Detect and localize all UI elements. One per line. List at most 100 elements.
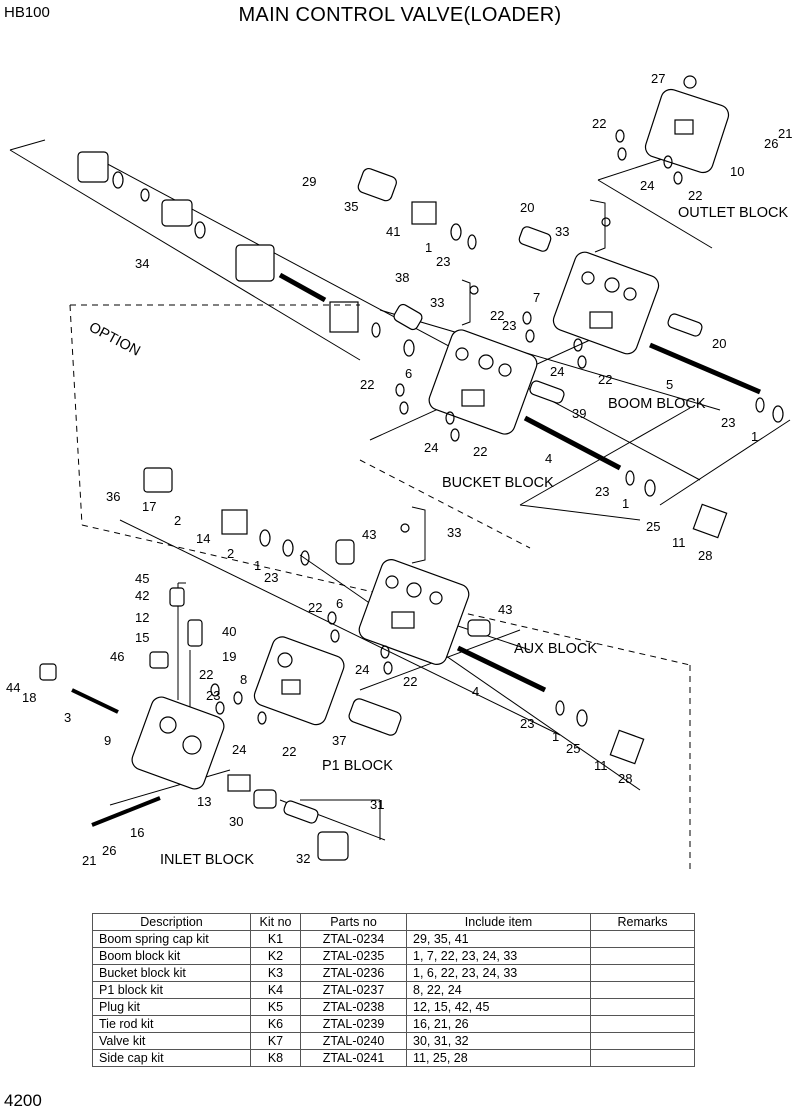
callout: 24 [232,742,246,757]
cell-include-item: 1, 7, 22, 23, 24, 33 [406,947,591,965]
cell-parts-no: ZTAL-0239 [300,1015,407,1033]
table-row: Plug kit K5 ZTAL-0238 12, 15, 42, 45 [92,998,695,1016]
cell-remarks [590,947,695,965]
callout: 25 [646,519,660,534]
callout: 11 [594,758,608,773]
callout: 40 [222,624,236,639]
cell-include-item: 29, 35, 41 [406,930,591,948]
aux-block-label: AUX BLOCK [514,641,597,657]
cell-remarks [590,1015,695,1033]
callout: 4 [472,684,479,699]
callout-numbers: 27 22 21 26 10 24 22 20 33 41 35 29 1 23… [6,71,792,868]
cell-include-item: 12, 15, 42, 45 [406,998,591,1016]
callout: 32 [296,851,310,866]
callout: 4 [545,451,552,466]
callout: 1 [552,729,559,744]
outlet-block-label: OUTLET BLOCK [678,205,788,221]
callout: 1 [751,429,758,444]
callout: 30 [229,814,243,829]
callout: 34 [135,256,149,271]
cell-kit-no: K7 [250,1032,301,1050]
callout: 20 [712,336,726,351]
callout: 46 [110,649,124,664]
callout: 27 [651,71,665,86]
cell-parts-no: ZTAL-0236 [300,964,407,982]
table-header-row: Description Kit no Parts no Include item… [92,913,695,931]
callout: 22 [490,308,504,323]
cell-include-item: 1, 6, 22, 23, 24, 33 [406,964,591,982]
callout: 17 [142,499,156,514]
cell-remarks [590,998,695,1016]
exploded-parts-diagram: 27 22 21 26 10 24 22 20 33 41 35 29 1 23… [6,71,792,870]
callout: 11 [672,535,686,550]
callout: 43 [498,602,512,617]
cell-kit-no: K6 [250,1015,301,1033]
callout: 13 [197,794,211,809]
callout: 6 [336,596,343,611]
cell-kit-no: K3 [250,964,301,982]
callout: 25 [566,741,580,756]
callout: 39 [572,406,586,421]
callout: 38 [395,270,409,285]
cell-parts-no: ZTAL-0238 [300,998,407,1016]
callout: 33 [430,295,444,310]
callout: 22 [473,444,487,459]
callout: 18 [22,690,36,705]
callout: 45 [135,571,149,586]
col-header-kit-no: Kit no [250,913,301,931]
callout: 23 [206,688,220,703]
callout: 7 [533,290,540,305]
cell-parts-no: ZTAL-0234 [300,930,407,948]
cell-description: P1 block kit [92,981,251,999]
callout: 12 [135,610,149,625]
callout: 24 [640,178,654,193]
callout: 23 [436,254,450,269]
cell-include-item: 30, 31, 32 [406,1032,591,1050]
cell-parts-no: ZTAL-0237 [300,981,407,999]
leader-lines [9,139,791,870]
table-row: Tie rod kit K6 ZTAL-0239 16, 21, 26 [92,1015,695,1033]
callout: 10 [730,164,744,179]
callout: 21 [82,853,96,868]
callout: 23 [502,318,516,333]
model-name: HB100 [4,4,50,21]
cell-parts-no: ZTAL-0235 [300,947,407,965]
callout: 28 [618,771,632,786]
callout: 2 [227,546,234,561]
callout: 41 [386,224,400,239]
callout: 22 [592,116,606,131]
cell-include-item: 11, 25, 28 [406,1049,591,1067]
callout: 33 [555,224,569,239]
cell-kit-no: K8 [250,1049,301,1067]
table-row: Bucket block kit K3 ZTAL-0236 1, 6, 22, … [92,964,695,982]
callout: 26 [764,136,778,151]
callout: 16 [130,825,144,840]
callout: 24 [424,440,438,455]
table-row: P1 block kit K4 ZTAL-0237 8, 22, 24 [92,981,695,999]
callout: 23 [264,570,278,585]
cell-kit-no: K5 [250,998,301,1016]
cell-description: Side cap kit [92,1049,251,1067]
table-row: Side cap kit K8 ZTAL-0241 11, 25, 28 [92,1049,695,1067]
cell-description: Boom block kit [92,947,251,965]
callout: 5 [666,377,673,392]
page-title: MAIN CONTROL VALVE(LOADER) [238,4,562,26]
callout: 22 [308,600,322,615]
callout: 35 [344,199,358,214]
callout: 36 [106,489,120,504]
callout: 19 [222,649,236,664]
cell-parts-no: ZTAL-0240 [300,1032,407,1050]
cell-description: Bucket block kit [92,964,251,982]
callout: 22 [360,377,374,392]
table-row: Valve kit K7 ZTAL-0240 30, 31, 32 [92,1032,695,1050]
callout: 24 [355,662,369,677]
cell-description: Plug kit [92,998,251,1016]
callout: 2 [174,513,181,528]
callout: 23 [595,484,609,499]
option-label: OPTION [86,319,143,359]
cell-description: Tie rod kit [92,1015,251,1033]
bucket-block-label: BUCKET BLOCK [442,475,554,491]
block-labels: OUTLET BLOCK BOOM BLOCK BUCKET BLOCK AUX… [86,205,788,868]
callout: 22 [688,188,702,203]
callout: 22 [403,674,417,689]
